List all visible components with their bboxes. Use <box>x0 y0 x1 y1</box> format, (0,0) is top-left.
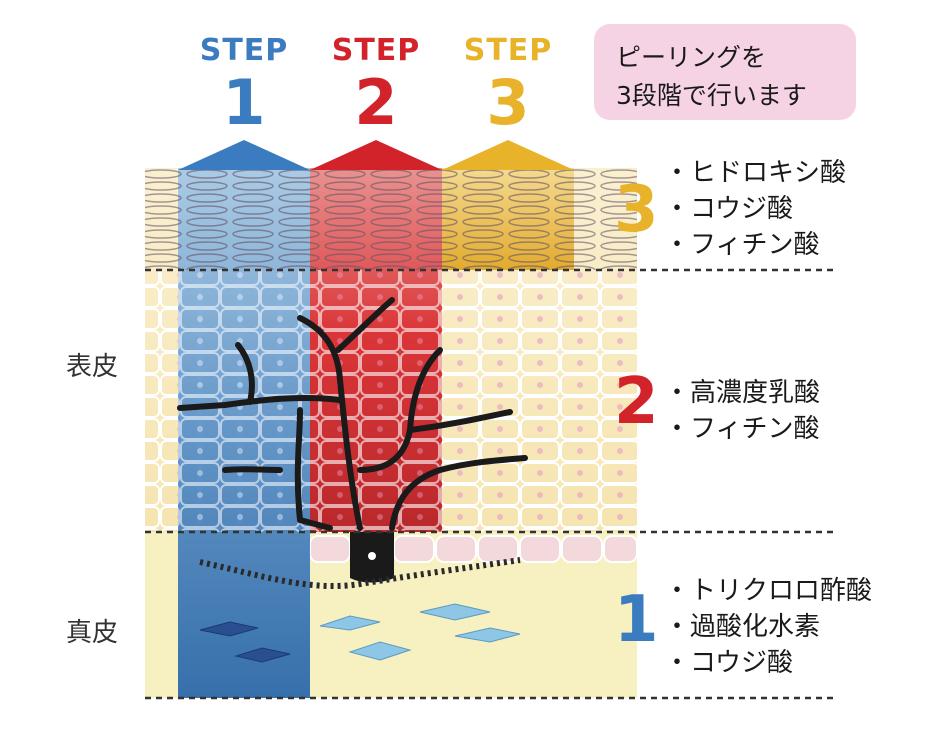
step3-arrowhead <box>442 140 574 170</box>
callout-box: ピーリングを 3段階で行います <box>594 24 856 120</box>
group1-acid-2: ・過酸化水素 <box>664 612 821 642</box>
fibroblasts <box>199 603 521 663</box>
epidermis-label: 表皮 <box>66 352 119 382</box>
step1-arrowhead <box>178 140 310 170</box>
group1-acid-3: ・コウジ酸 <box>664 648 793 678</box>
step1-number: 1 <box>222 66 266 139</box>
group3-acid-1: ・ヒドロキシ酸 <box>664 158 847 188</box>
callout-line2: 3段階で行います <box>616 81 807 110</box>
group3-acid-3: ・フィチン酸 <box>664 230 820 260</box>
group2-number: 2 <box>614 365 659 439</box>
step2-number: 2 <box>354 66 398 139</box>
step3-label: STEP <box>463 33 553 68</box>
group3-number: 3 <box>614 173 659 247</box>
group1-number: 1 <box>614 583 659 657</box>
dermis-label: 真皮 <box>66 618 119 648</box>
step2-arrowhead <box>310 140 442 170</box>
callout-line1: ピーリングを <box>616 43 767 72</box>
step3-number: 3 <box>486 66 530 139</box>
group1-acid-1: ・トリクロロ酢酸 <box>664 576 873 606</box>
step2-label: STEP <box>331 33 421 68</box>
step1-label: STEP <box>199 33 289 68</box>
basement-membrane <box>199 557 521 590</box>
group2-acid-1: ・高濃度乳酸 <box>664 378 821 408</box>
stratum-corneum-overlay <box>178 168 574 270</box>
melanin-branches <box>177 297 528 531</box>
group3-acid-2: ・コウジ酸 <box>664 194 793 224</box>
group2-acid-2: ・フィチン酸 <box>664 414 820 444</box>
layer-dividers <box>145 268 834 700</box>
